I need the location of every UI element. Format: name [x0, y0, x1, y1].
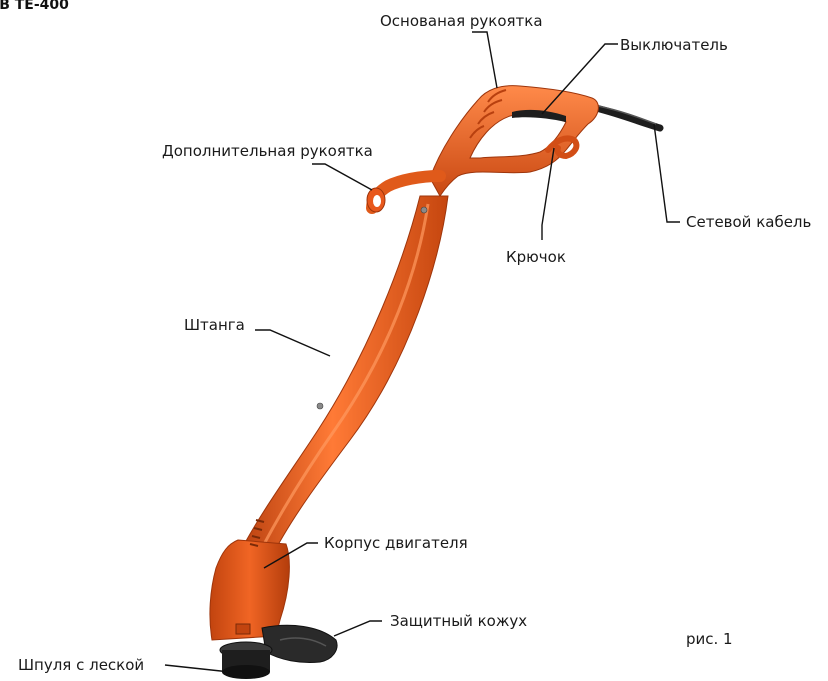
label-guard: Защитный кожух — [390, 612, 527, 630]
label-main-handle: Основаная рукоятка — [380, 12, 543, 30]
leader-guard — [334, 621, 382, 636]
guard — [262, 625, 337, 662]
figure-caption: рис. 1 — [686, 630, 733, 648]
trimmer-illustration — [210, 86, 660, 679]
label-hook: Крючок — [506, 248, 566, 266]
leader-aux-handle — [312, 164, 372, 190]
leader-shaft — [255, 330, 330, 356]
label-spool: Шпуля с леской — [18, 656, 144, 674]
label-shaft: Штанга — [184, 316, 245, 334]
label-power-cable: Сетевой кабель — [686, 213, 811, 231]
spool — [220, 642, 272, 679]
label-motor-housing: Корпус двигателя — [324, 534, 468, 552]
leader-main-handle — [472, 32, 497, 88]
model-title: IB TE-400 — [0, 0, 69, 13]
shaft — [238, 196, 448, 560]
power-cable — [596, 108, 660, 128]
leader-spool — [165, 665, 230, 672]
leader-power-cable — [654, 124, 680, 222]
label-aux-handle: Дополнительная рукоятка — [162, 142, 373, 160]
label-switch: Выключатель — [620, 36, 728, 54]
